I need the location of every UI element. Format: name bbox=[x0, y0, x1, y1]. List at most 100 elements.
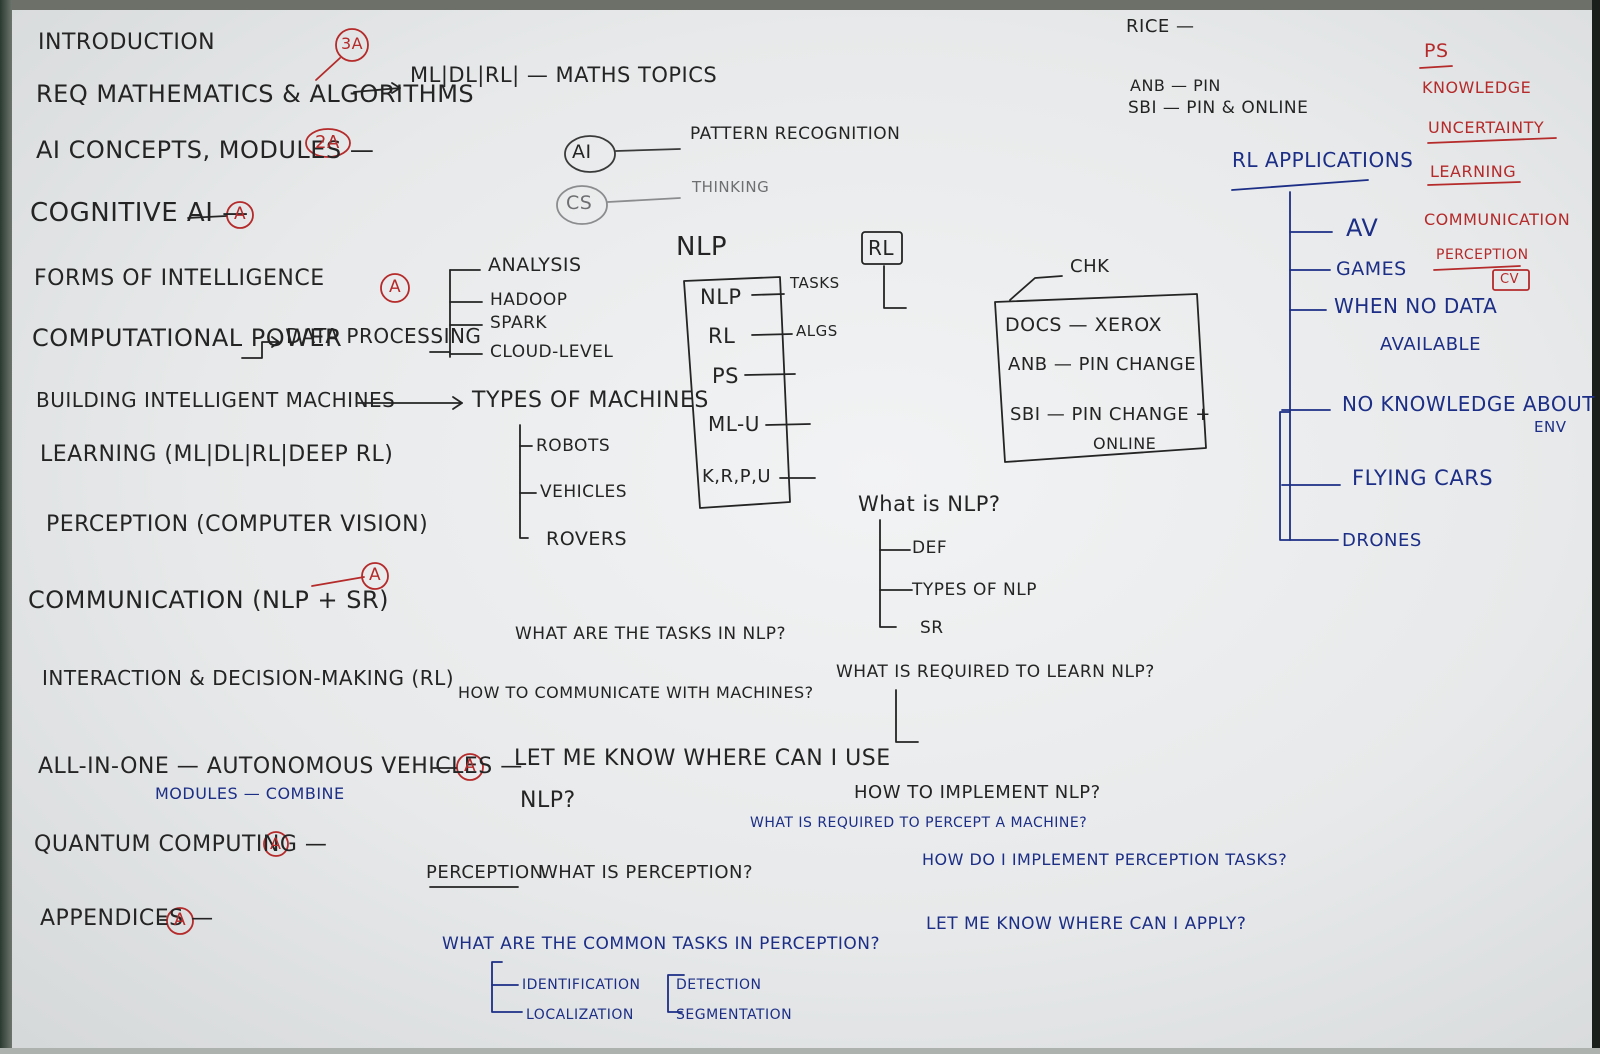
nlp-ps-line bbox=[744, 373, 796, 376]
dp-item-hadoop: HADOOP bbox=[490, 290, 568, 310]
docs-chk-label: CHK bbox=[1070, 256, 1110, 277]
interaction-label: INTERACTION & DECISION-MAKING (RL) bbox=[42, 666, 455, 690]
math-arrow bbox=[353, 87, 401, 93]
rl-app-games: GAMES bbox=[1336, 258, 1407, 280]
rl-box-outline bbox=[861, 231, 903, 265]
learning-label: LEARNING (ML|DL|RL|DEEP RL) bbox=[40, 442, 394, 467]
q-implement-perception: HOW DO I IMPLEMENT PERCEPTION TASKS? bbox=[922, 850, 1288, 869]
dp-item-cloud: CLOUD-LEVEL bbox=[490, 342, 614, 362]
rice-label: RICE — bbox=[1126, 16, 1195, 37]
req-math-label: REQ MATHEMATICS & ALGORITHMS bbox=[36, 80, 475, 108]
q-communicate: HOW TO COMMUNICATE WITH MACHINES? bbox=[458, 683, 814, 702]
types-of-machines-title: TYPES OF MACHINES bbox=[472, 388, 709, 413]
topic-learning: LEARNING bbox=[1430, 162, 1517, 181]
docs-line-3b: ONLINE bbox=[1093, 434, 1157, 453]
q-required-nlp: WHAT IS REQUIRED TO LEARN NLP? bbox=[836, 662, 1155, 682]
nlp-tasks-line bbox=[751, 293, 785, 296]
perception-task-localization: LOCALIZATION bbox=[526, 1007, 634, 1023]
nlp-tasks-label: TASKS bbox=[790, 274, 840, 292]
nlp-mlu-line bbox=[765, 423, 811, 426]
badge-2a-circle bbox=[305, 128, 351, 158]
perception-tree-right bbox=[667, 974, 685, 1013]
communication-label: COMMUNICATION (NLP + SR) bbox=[28, 586, 389, 614]
building-label: BUILDING INTELLIGENT MACHINES bbox=[36, 388, 396, 412]
perception-task-identification: IDENTIFICATION bbox=[522, 977, 641, 993]
docs-line-1: DOCS — XEROX bbox=[1005, 314, 1162, 336]
ai-ellipse bbox=[564, 135, 616, 173]
math-topics-label: ML|DL|RL| — MATHS TOPICS bbox=[410, 63, 718, 87]
ai-line bbox=[615, 148, 681, 152]
cognitive-dash bbox=[187, 215, 227, 219]
topic-perception: PERCEPTION bbox=[1436, 247, 1529, 263]
docs-line-3: SBI — PIN CHANGE + bbox=[1010, 404, 1211, 425]
perception-red-underline bbox=[1433, 265, 1521, 271]
rl-app-av: AV bbox=[1346, 214, 1379, 242]
badge-av-a: A bbox=[464, 756, 477, 776]
badge-quantum-circle bbox=[263, 831, 289, 857]
comm-red-line bbox=[311, 576, 365, 587]
appendices-label: APPENDICES — bbox=[40, 906, 214, 931]
board-frame-left bbox=[0, 0, 12, 1054]
dp-item-spark: SPARK bbox=[490, 313, 548, 333]
rl-app-no-knowledge: NO KNOWLEDGE ABOUT bbox=[1342, 392, 1595, 416]
docs-chk-line bbox=[1009, 275, 1063, 301]
modules-combine-label: MODULES — COMBINE bbox=[155, 784, 345, 803]
what-is-nlp-title: What is NLP? bbox=[858, 492, 1001, 516]
badge-comm-a: A bbox=[369, 565, 382, 585]
q-where-nlp-1: LET ME KNOW WHERE CAN I USE bbox=[514, 746, 891, 771]
perception-tree-left bbox=[491, 961, 523, 1013]
rl-app-underline bbox=[1231, 179, 1369, 191]
sbi-pin-label: SBI — PIN & ONLINE bbox=[1128, 98, 1309, 118]
docs-line-2: ANB — PIN CHANGE bbox=[1008, 354, 1197, 375]
all-in-one-label: ALL-IN-ONE — AUTONOMOUS VEHICLES — bbox=[38, 754, 523, 779]
badge-2a: 2A bbox=[315, 132, 340, 153]
docs-box-outline bbox=[994, 293, 1207, 463]
introduction-label: INTRODUCTION bbox=[38, 30, 216, 55]
nlp-item-krpu: K,R,P,U bbox=[702, 466, 772, 487]
computational-arrow bbox=[241, 341, 279, 359]
badge-appendix-a: A bbox=[174, 910, 187, 930]
rl-app-trunk-lower bbox=[1279, 411, 1339, 541]
badge-av-circle bbox=[456, 753, 484, 781]
badge-3a-pointer bbox=[315, 57, 341, 81]
badge-cognitive-a: A bbox=[234, 204, 247, 224]
perception-common-label: WHAT ARE THE COMMON TASKS IN PERCEPTION? bbox=[442, 934, 880, 954]
badge-cognitive-circle bbox=[226, 201, 254, 229]
q-tasks-nlp: WHAT ARE THE TASKS IN NLP? bbox=[515, 624, 787, 644]
board-frame-right bbox=[1592, 0, 1600, 1054]
topic-communication: COMMUNICATION bbox=[1424, 210, 1571, 229]
badge-quantum-a: A bbox=[270, 834, 282, 853]
badge-3a-circle bbox=[335, 28, 369, 62]
ai-label: AI bbox=[572, 141, 592, 163]
data-processing-label: DATA PROCESSING bbox=[286, 324, 482, 348]
perception-task-detection: DETECTION bbox=[676, 977, 762, 993]
tom-item-vehicles: VEHICLES bbox=[540, 482, 628, 502]
cs-ellipse bbox=[556, 185, 608, 225]
nlp-algs-label: ALGS bbox=[796, 322, 838, 340]
perception-cv-label: PERCEPTION (COMPUTER VISION) bbox=[46, 512, 429, 537]
whatnlp-item-types: TYPES OF NLP bbox=[912, 580, 1037, 600]
rl-app-no-data: WHEN NO DATA bbox=[1334, 294, 1498, 318]
nlp-item-nlp: NLP bbox=[700, 285, 742, 309]
rl-applications-title: RL APPLICATIONS bbox=[1232, 148, 1414, 172]
badge-comm-circle bbox=[361, 562, 389, 590]
badge-3a: 3A bbox=[341, 34, 364, 53]
nlp-item-rl: RL bbox=[708, 324, 736, 348]
nlp-algs-line bbox=[751, 333, 793, 336]
perception-task-segmentation: SEGMENTATION bbox=[676, 1007, 793, 1023]
cs-label: CS bbox=[566, 192, 593, 214]
badge-data-a: A bbox=[389, 277, 402, 297]
forms-label: FORMS OF INTELLIGENCE bbox=[34, 266, 325, 291]
badge-appendix-circle bbox=[166, 907, 194, 935]
nlp-item-ps: PS bbox=[712, 364, 739, 388]
tom-item-rovers: ROVERS bbox=[546, 528, 628, 550]
board-frame-bottom bbox=[0, 1048, 1600, 1054]
building-arrow-head bbox=[452, 396, 463, 410]
dp-item-analysis: ANALYSIS bbox=[488, 254, 582, 276]
cv-box bbox=[1492, 269, 1530, 291]
math-arrow-head bbox=[391, 82, 401, 94]
rl-app-available: AVAILABLE bbox=[1380, 334, 1481, 355]
q-where-apply: LET ME KNOW WHERE CAN I APPLY? bbox=[926, 914, 1247, 934]
